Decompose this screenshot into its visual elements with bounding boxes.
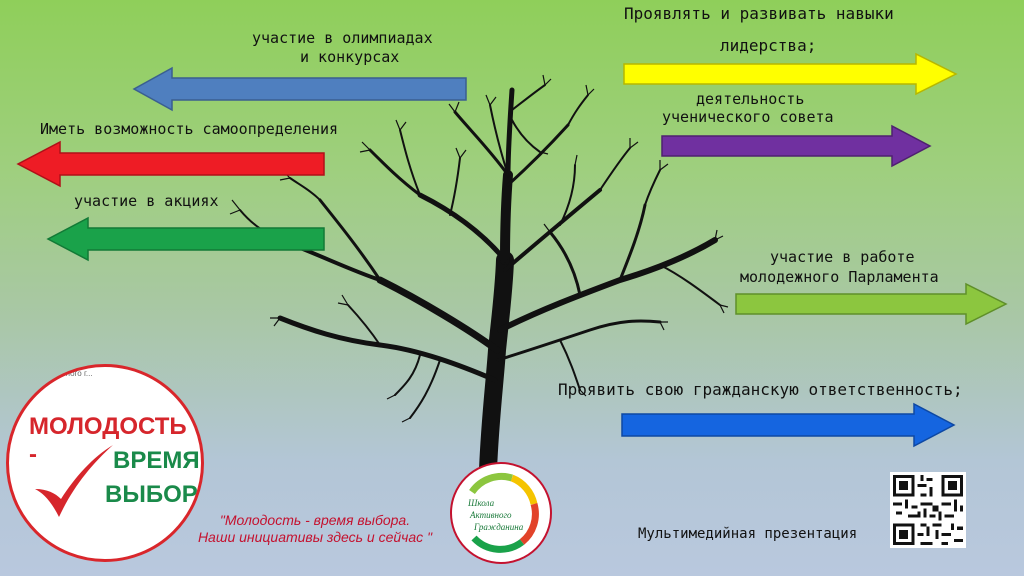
green-arrow-left [46,216,325,262]
label-parliament-line2: молодежного Парламента [740,268,939,286]
quote-text: "Молодость - время выбора. Наши инициати… [186,512,444,546]
logo-top-text: ...ного г... [59,369,93,378]
school-logo-ring-icon [469,473,539,553]
qr-code-icon [890,472,966,548]
label-leadership-line1: Проявлять и развивать навыки [624,4,894,23]
school-active-citizen-logo: Школа Активного Гражданина [450,462,552,564]
label-council-line1: деятельность [696,90,805,108]
label-parliament-line1: участие в работе [770,248,915,266]
quote-line2: Наши инициативы здесь и сейчас " [197,529,433,545]
school-logo-line2: Активного [470,510,512,520]
label-civic: Проявить свою гражданскую ответственност… [558,380,963,399]
label-council-line2: ученического совета [662,108,834,126]
bright-blue-arrow-right [621,402,956,448]
lightgreen-arrow-right [735,282,1008,326]
red-checkmark-icon [35,445,113,517]
logo-word-youth: МОЛОДОСТЬ - [29,413,187,468]
logo-word-time: ВРЕМЯ [113,447,200,474]
youth-choice-logo: ...ного г... МОЛОДОСТЬ - ВРЕМЯ ВЫБОРА [6,364,204,562]
label-leadership-line2: лидерства; [720,36,817,55]
label-olympiads-line1: участие в олимпиадах [252,29,433,47]
quote-line1: "Молодость - время выбора. [219,512,411,528]
label-self-determination: Иметь возможность самоопределения [40,120,339,138]
school-logo-line3: Гражданина [474,522,524,532]
blue-arrow-left [132,66,467,112]
yellow-arrow-right [623,52,958,96]
label-olympiads-line2: и конкурсах [300,48,400,66]
label-actions: участие в акциях [74,192,219,210]
purple-arrow-right [661,124,932,168]
multimedia-caption: Мультимедийная презентация [638,526,858,542]
red-arrow-left [16,140,325,188]
school-logo-line1: Школа [468,498,495,508]
logo-word-choice: ВЫБОРА [105,481,204,508]
